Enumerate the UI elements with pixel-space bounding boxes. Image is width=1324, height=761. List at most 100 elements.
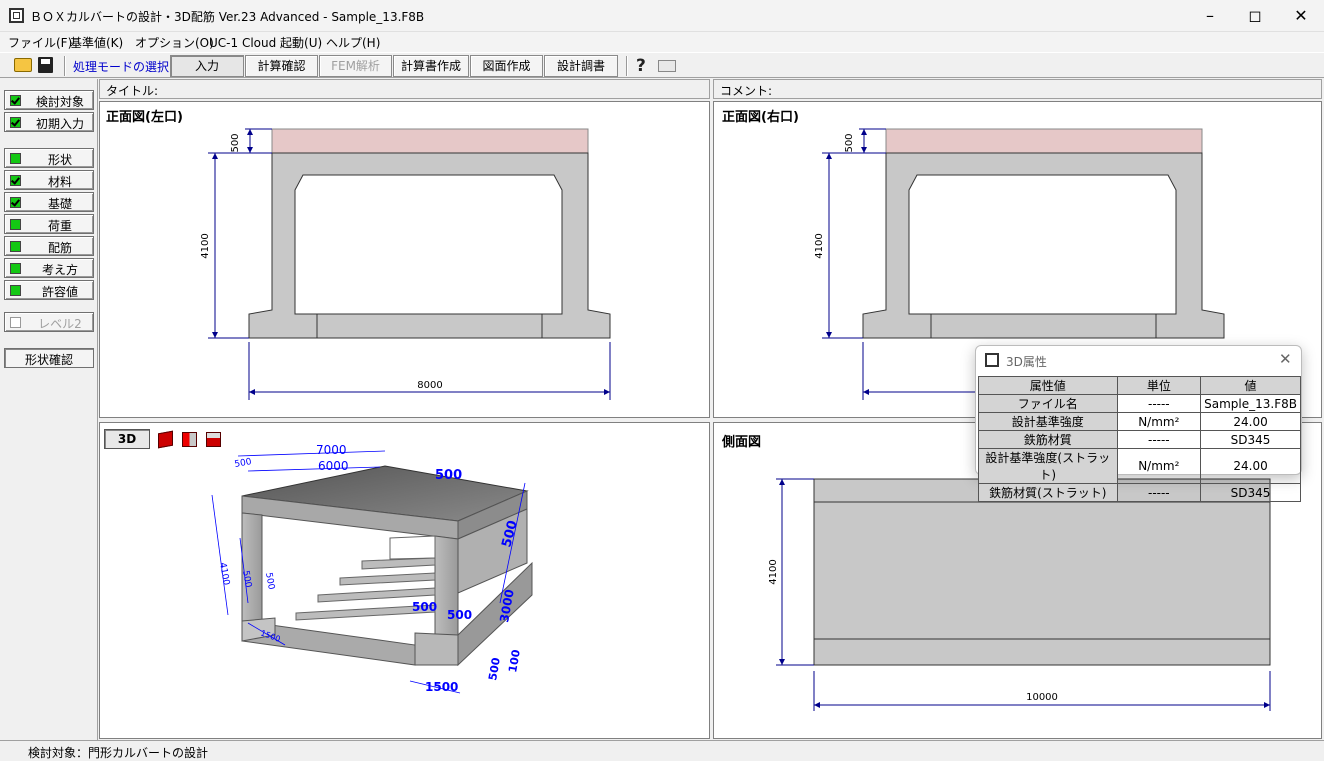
- view-3d[interactable]: 3D 7000 6000 500 500 500 4100: [99, 422, 710, 739]
- dim-3d-height: 4100: [217, 562, 231, 587]
- pane-title: 正面図(左口): [106, 110, 183, 125]
- status-bar: 検討対象：門形カルバートの設計: [0, 740, 1324, 760]
- attr-value: SD345: [1200, 430, 1301, 449]
- menu-standard[interactable]: 基準値(K): [70, 36, 124, 50]
- iso-view-cube-icon[interactable]: [206, 432, 221, 447]
- help-icon[interactable]: ?: [636, 56, 646, 76]
- green-status-icon: [10, 241, 21, 252]
- dim-3d-wall-b: 500: [263, 572, 276, 591]
- load-button[interactable]: 荷重: [4, 214, 94, 234]
- attr-value: Sample_13.F8B: [1200, 394, 1301, 413]
- dim-top: 500: [230, 133, 241, 152]
- rebar-button[interactable]: 配筋: [4, 236, 94, 256]
- side-view-cube-icon[interactable]: [182, 432, 197, 447]
- mode-select-label: 処理モードの選択: [73, 60, 170, 74]
- attr-value: SD345: [1200, 483, 1301, 502]
- menu-help[interactable]: ヘルプ(H): [326, 36, 381, 50]
- title-header: タイトル:: [99, 79, 710, 99]
- dialog-icon: [985, 353, 999, 367]
- side-drawing: 4100 10000: [768, 478, 1271, 711]
- menu-option[interactable]: オプション(O): [135, 36, 214, 50]
- attribute-table: 属性値 単位 値 ファイル名 ----- Sample_13.F8B 設計基準強…: [978, 376, 1301, 502]
- 3d-model: 7000 6000 500 500 500 4100 500 500 1500 …: [211, 443, 533, 694]
- material-button[interactable]: 材料: [4, 170, 94, 190]
- calc-check-button[interactable]: 計算確認: [245, 55, 318, 77]
- 3d-attribute-dialog: 3D属性 ✕ 属性値 単位 値 ファイル名 ----- Sample_13.F8…: [975, 345, 1302, 502]
- open-folder-icon[interactable]: [14, 58, 32, 72]
- attr-name: 鉄筋材質: [978, 430, 1118, 449]
- title-bar: ＢＯＸカルバートの設計・3D配筋 Ver.23 Advanced - Sampl…: [0, 0, 1324, 32]
- design-survey-button[interactable]: 設計調書: [544, 55, 618, 77]
- report-create-button[interactable]: 計算書作成: [393, 55, 469, 77]
- 3d-toggle-button[interactable]: 3D: [104, 429, 150, 449]
- window-title: ＢＯＸカルバートの設計・3D配筋 Ver.23 Advanced - Sampl…: [30, 10, 425, 24]
- table-row: ファイル名 ----- Sample_13.F8B: [978, 394, 1301, 413]
- col-attribute: 属性値: [978, 376, 1118, 395]
- checkbox-icon: [10, 317, 21, 328]
- shape-check-button[interactable]: 形状確認: [4, 348, 94, 368]
- attr-unit: -----: [1116, 430, 1202, 449]
- front-left-view[interactable]: 正面図(左口) 500 4100 8000: [99, 101, 710, 418]
- check-icon: [10, 95, 21, 106]
- app-icon: [9, 8, 24, 23]
- attr-unit: N/mm²: [1116, 412, 1202, 431]
- attr-unit: N/mm²: [1116, 448, 1202, 484]
- menu-file[interactable]: ファイル(F): [8, 36, 73, 50]
- front-right-drawing: 500 4100: [814, 128, 1225, 400]
- check-target-button[interactable]: 検討対象: [4, 90, 94, 110]
- attr-unit: -----: [1116, 483, 1202, 502]
- check-icon: [10, 117, 21, 128]
- dim-3d-left-top: 500: [234, 457, 253, 470]
- initial-input-button[interactable]: 初期入力: [4, 112, 94, 132]
- attr-name: 設計基準強度(ストラット): [978, 448, 1118, 484]
- pane-title: 側面図: [722, 435, 762, 450]
- left-panel: 検討対象 初期入力 形状 材料 基礎 荷重 配筋 考え方 許容値 レベル2 形状…: [0, 79, 98, 740]
- table-row: 設計基準強度(ストラット) N/mm² 24.00: [978, 448, 1301, 484]
- dim-height: 4100: [200, 233, 211, 258]
- mail-icon[interactable]: [658, 60, 676, 72]
- maximize-icon[interactable]: ◻: [1248, 6, 1262, 25]
- attr-value: 24.00: [1200, 448, 1301, 484]
- status-text: 検討対象：門形カルバートの設計: [28, 746, 209, 760]
- comment-label: コメント:: [720, 84, 773, 98]
- minimize-icon[interactable]: –: [1206, 6, 1214, 25]
- close-icon[interactable]: ✕: [1294, 6, 1308, 25]
- level2-button[interactable]: レベル2: [4, 312, 94, 332]
- allowable-button[interactable]: 許容値: [4, 280, 94, 300]
- col-value: 値: [1200, 376, 1301, 395]
- dim-3d-mid-b: 500: [447, 608, 472, 622]
- table-header-row: 属性値 単位 値: [978, 376, 1301, 395]
- attr-unit: -----: [1116, 394, 1202, 413]
- fem-analysis-button[interactable]: FEM解析: [319, 55, 392, 77]
- table-row: 鉄筋材質(ストラット) ----- SD345: [978, 483, 1301, 502]
- front-left-drawing: 500 4100 8000: [200, 128, 611, 400]
- green-status-icon: [10, 219, 21, 230]
- green-status-icon: [10, 285, 21, 296]
- dim-3d-wall-a: 500: [240, 570, 253, 589]
- drawing-create-button[interactable]: 図面作成: [470, 55, 543, 77]
- save-icon[interactable]: [38, 57, 53, 73]
- dim-height: 4100: [768, 559, 779, 584]
- dim-top: 500: [844, 133, 855, 152]
- check-icon: [10, 197, 21, 208]
- table-row: 鉄筋材質 ----- SD345: [978, 430, 1301, 449]
- pane-title: 正面図(右口): [722, 110, 799, 125]
- toolbar: 処理モードの選択 入力 計算確認 FEM解析 計算書作成 図面作成 設計調書 ?: [0, 52, 1324, 78]
- attr-name: ファイル名: [978, 394, 1118, 413]
- shape-button[interactable]: 形状: [4, 148, 94, 168]
- menu-uc1-cloud[interactable]: UC-1 Cloud 起動(U): [209, 36, 323, 50]
- dim-3d-base-right: 1500: [425, 680, 458, 694]
- dim-width: 10000: [1026, 692, 1058, 703]
- green-status-icon: [10, 263, 21, 274]
- input-button[interactable]: 入力: [170, 55, 244, 77]
- attr-name: 鉄筋材質(ストラット): [978, 483, 1118, 502]
- front-right-view[interactable]: 正面図(右口) 500 4100: [713, 101, 1322, 418]
- foundation-button[interactable]: 基礎: [4, 192, 94, 212]
- toolbar-separator: [626, 56, 628, 76]
- table-row: 設計基準強度 N/mm² 24.00: [978, 412, 1301, 431]
- comment-header: コメント:: [713, 79, 1322, 99]
- col-unit: 単位: [1116, 376, 1202, 395]
- approach-button[interactable]: 考え方: [4, 258, 94, 278]
- dialog-close-icon[interactable]: ✕: [1279, 350, 1292, 368]
- dim-3d-right-wall: 500: [499, 519, 521, 549]
